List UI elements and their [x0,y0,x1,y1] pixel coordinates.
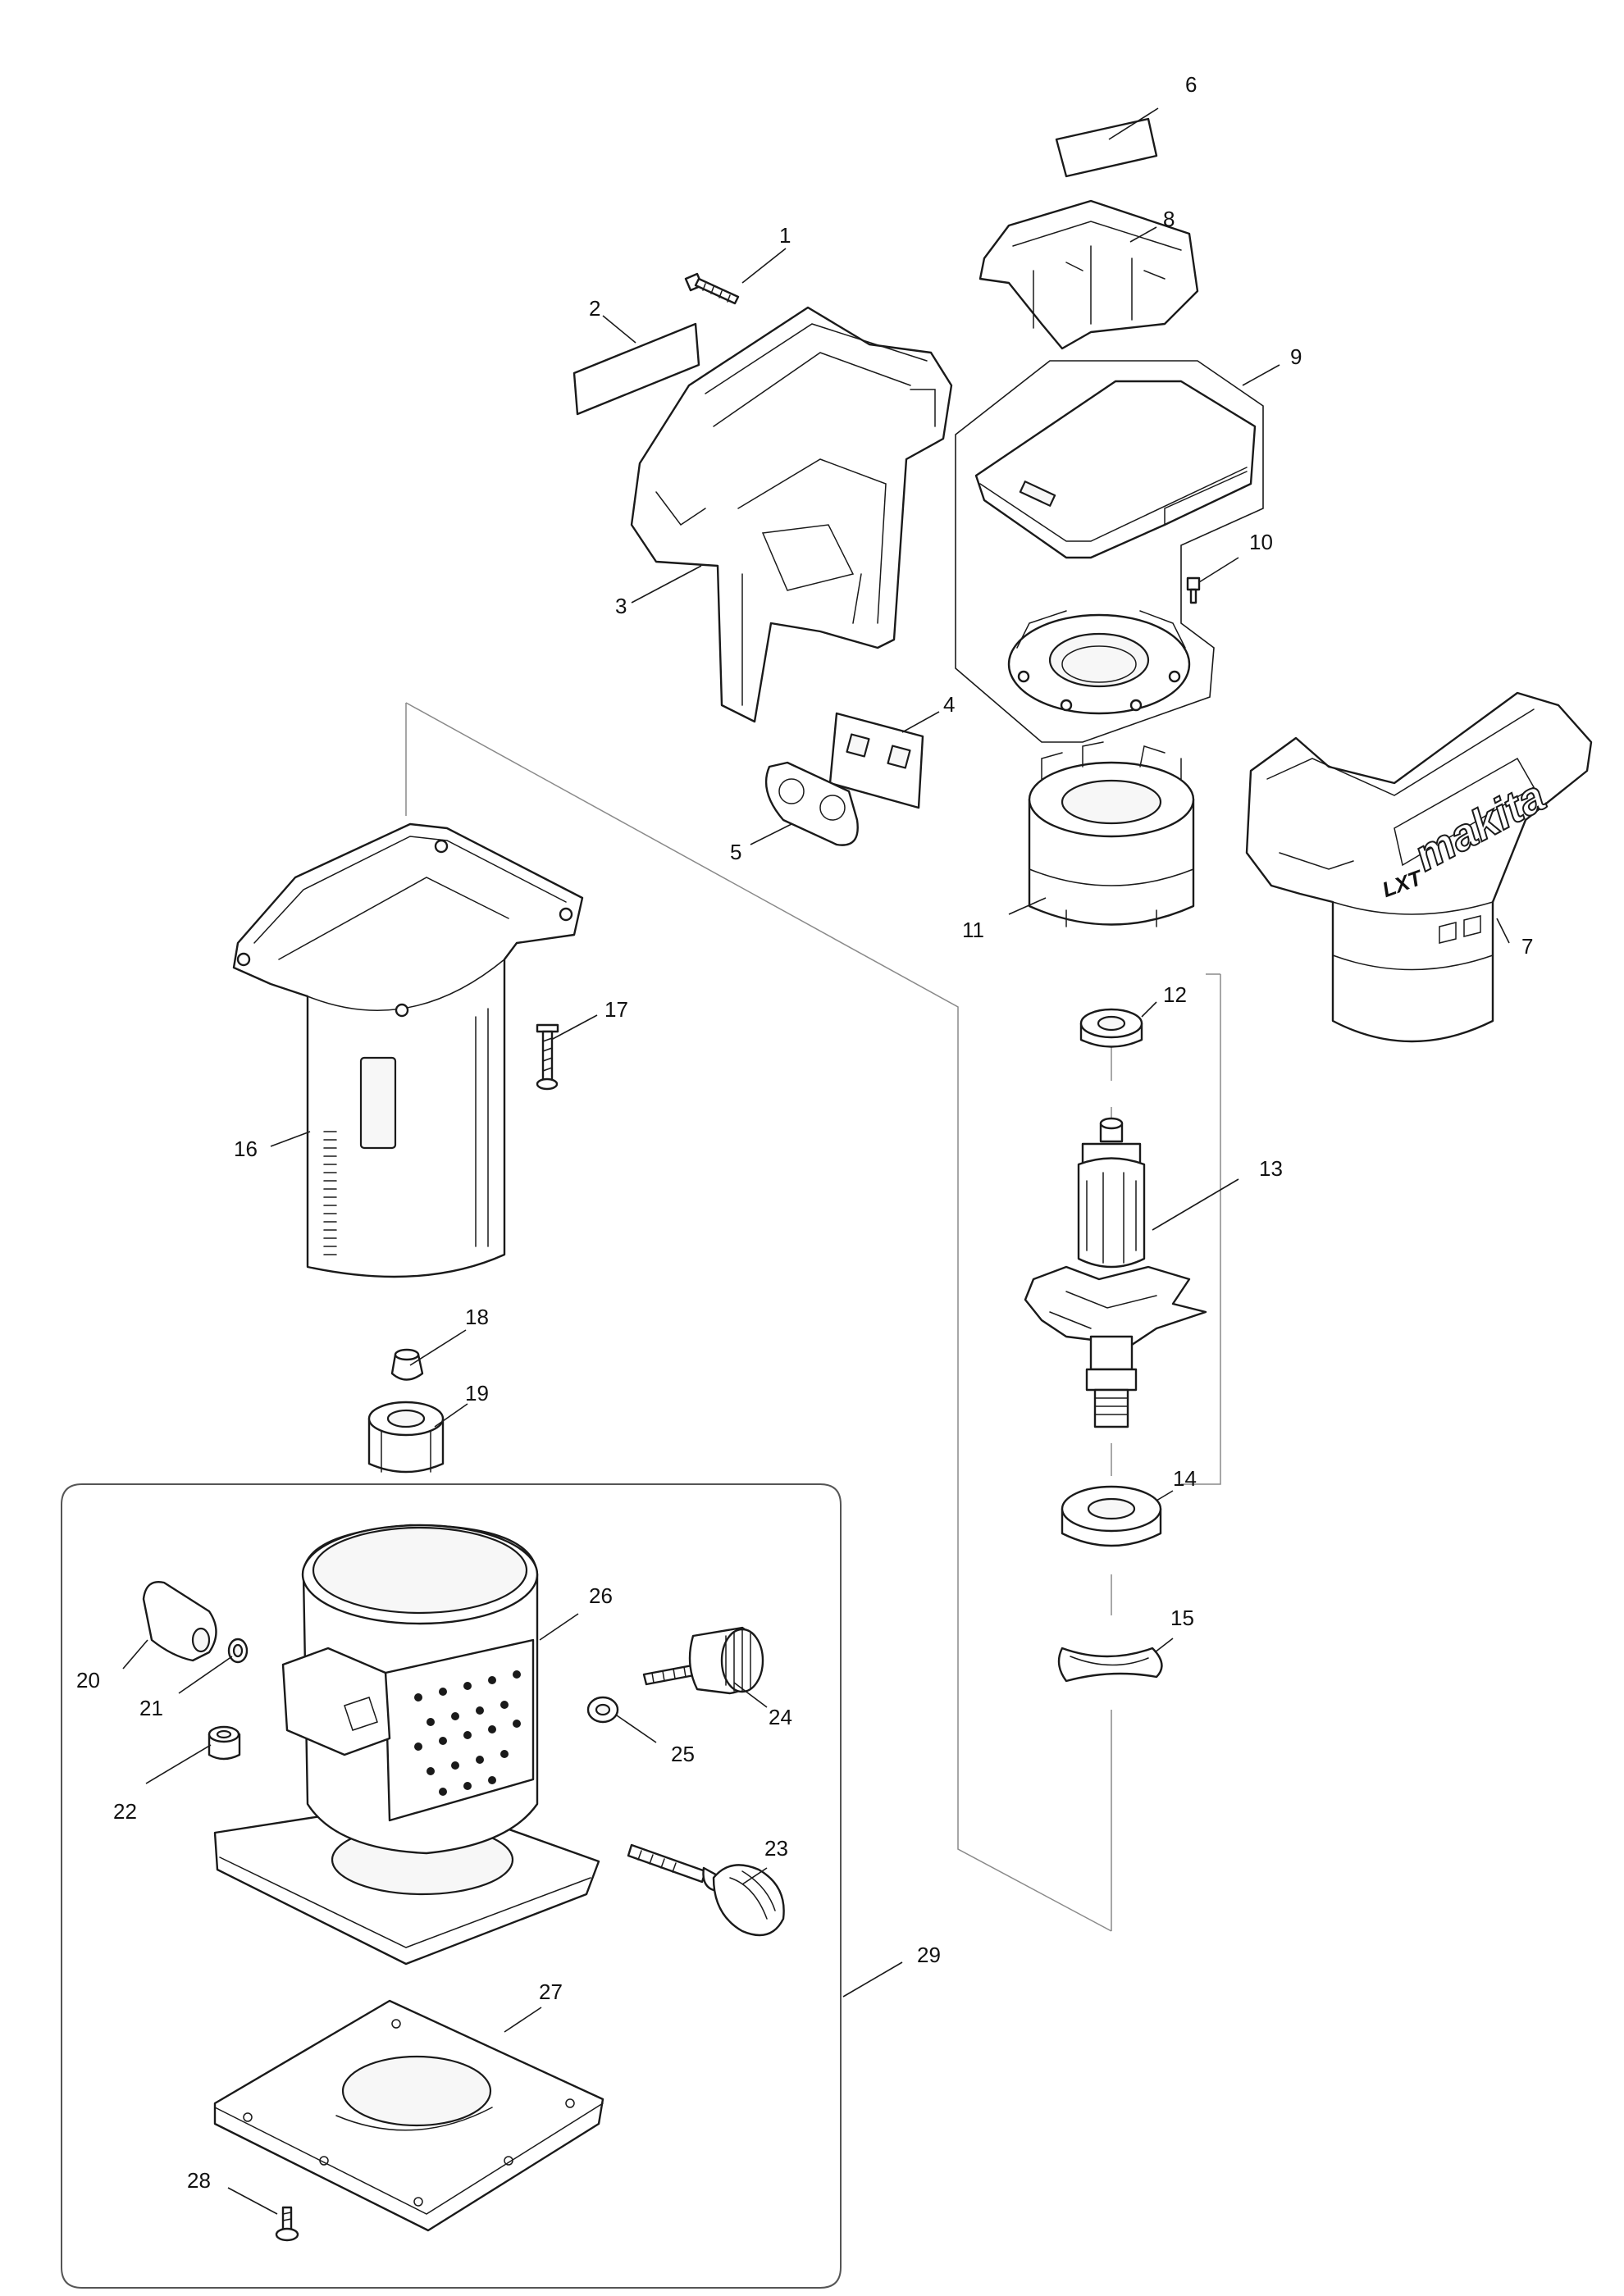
motor-housing-icon [232,822,584,1278]
part-number-7: 7 [1521,934,1533,959]
housing-half-icon [630,306,953,723]
part-number-18: 18 [465,1305,489,1329]
wave-washer-icon [1057,1647,1163,1683]
part-number-1: 1 [779,223,791,248]
part-number-23: 23 [764,1836,788,1861]
part-number-3: 3 [615,594,627,618]
nut-icon [208,1725,241,1761]
part-number-27: 27 [539,1979,563,2004]
screw-icon [1186,576,1201,604]
switch-plate-icon [828,712,924,809]
controller-board-icon [974,380,1257,559]
name-plate-icon [573,322,700,416]
leader-lines [122,107,1510,2215]
controller-set-outline [955,360,1264,743]
part-number-11: 11 [962,918,984,942]
thumb-screw-icon [627,1843,785,1937]
part-number-20: 20 [76,1668,100,1692]
battery-terminal-icon [979,199,1199,350]
part-number-21: 21 [139,1696,163,1720]
part-number-13: 13 [1259,1156,1283,1181]
ball-bearing-icon [1061,1485,1162,1547]
collet-cone-icon [390,1348,424,1381]
part-number-19: 19 [465,1381,489,1405]
part-number-14: 14 [1173,1466,1197,1491]
part-number-12: 12 [1163,982,1187,1007]
part-number-labels: 1 2 3 4 5 6 7 8 9 10 11 12 13 14 15 16 1… [76,72,1533,2193]
part-number-16: 16 [234,1137,258,1161]
housing-set-icon: makita LXT [1245,691,1593,1043]
part-number-5: 5 [730,840,741,864]
tapping-screw-icon [684,272,740,305]
part-number-25: 25 [671,1742,695,1766]
rotor-icon [1024,1117,1207,1428]
pan-head-screw-icon [275,2206,299,2242]
part-number-10: 10 [1249,530,1273,554]
part-number-2: 2 [589,296,600,321]
adjusting-screw-icon [642,1626,764,1695]
washer-icon [227,1638,249,1664]
part-number-15: 15 [1170,1606,1194,1630]
vent-holes [414,1670,521,1796]
assembly-guide-lines [405,702,1221,1932]
part-number-26: 26 [589,1583,613,1608]
part-number-6: 6 [1185,72,1197,97]
part-number-29: 29 [917,1943,941,1967]
label-icon [1055,117,1158,178]
stator-icon [1028,741,1195,927]
tapping-screw-icon [536,1023,559,1091]
controller-ring-icon [1007,610,1191,715]
part-number-9: 9 [1290,344,1302,369]
washer-icon [586,1696,619,1724]
base-assembly-kit-outline [61,1483,842,2289]
part-number-17: 17 [604,997,628,1022]
base-plate-icon [213,1999,604,2232]
part-number-22: 22 [113,1799,137,1824]
part-number-28: 28 [187,2168,211,2193]
part-number-4: 4 [943,692,955,717]
ball-bearing-icon [1079,1008,1143,1048]
switch-cover-icon [764,761,859,846]
part-number-8: 8 [1163,207,1175,231]
lock-nut-icon [367,1401,445,1474]
lever-icon [142,1581,217,1662]
base-body-icon [213,1524,600,1966]
part-number-24: 24 [769,1705,792,1729]
